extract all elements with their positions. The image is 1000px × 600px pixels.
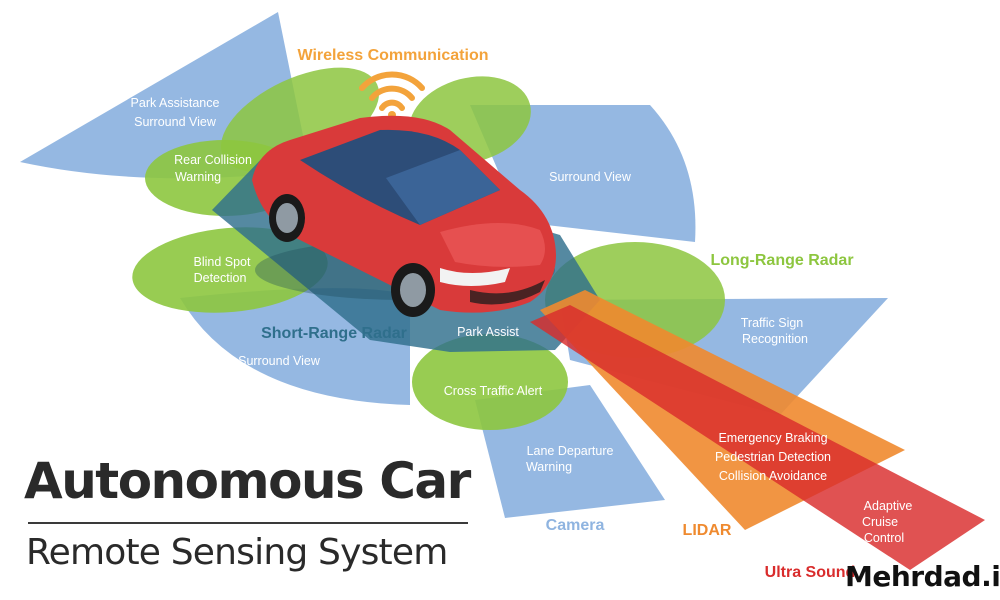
zone-surround-view-top: Surround View (549, 170, 632, 184)
wireless-label: Wireless Communication (297, 47, 488, 64)
ultrasound-label: Ultra Sound (765, 564, 856, 581)
car (252, 115, 556, 317)
camera-label: Camera (546, 517, 605, 534)
zone-park-assist: Park Assist (457, 325, 519, 339)
lidar-label: LIDAR (683, 522, 732, 539)
watermark: Mehrdad.ir (845, 560, 1000, 593)
title-main: Autonomous Car (24, 452, 471, 510)
zone-cross-traffic: Cross Traffic Alert (444, 384, 543, 398)
zone-lane-departure-2: Warning (526, 460, 572, 474)
zone-lane-departure-1: Lane Departure (527, 444, 614, 458)
wifi-icon (359, 71, 425, 119)
zone-rear-collision-2: Warning (175, 170, 221, 184)
title-divider (28, 522, 468, 524)
zone-adaptive-cruise-3: Control (864, 531, 904, 545)
zone-adaptive-cruise-1: Adaptive (864, 499, 913, 513)
title-subtitle: Remote Sensing System (26, 532, 448, 573)
zone-park-assistance-2: Surround View (134, 115, 217, 129)
long-range-radar-label: Long-Range Radar (710, 252, 853, 269)
zone-lidar-feature-3: Collision Avoidance (719, 469, 827, 483)
zone-adaptive-cruise-2: Cruise (862, 515, 898, 529)
zone-blind-spot-2: Detection (194, 271, 247, 285)
zone-surround-view-left: Surround View (238, 354, 321, 368)
ultrasound-beam (530, 305, 985, 570)
zone-park-assistance-1: Park Assistance (131, 96, 220, 110)
zone-rear-collision-1: Rear Collision (174, 153, 252, 167)
zone-lidar-feature-1: Emergency Braking (718, 431, 827, 445)
radar-field-cross-traffic (412, 334, 568, 430)
zone-traffic-sign-1: Traffic Sign (741, 316, 804, 330)
zone-traffic-sign-2: Recognition (742, 332, 808, 346)
zone-lidar-feature-2: Pedestrian Detection (715, 450, 831, 464)
zone-blind-spot-1: Blind Spot (194, 255, 252, 269)
short-range-radar-label: Short-Range Radar (261, 325, 407, 342)
